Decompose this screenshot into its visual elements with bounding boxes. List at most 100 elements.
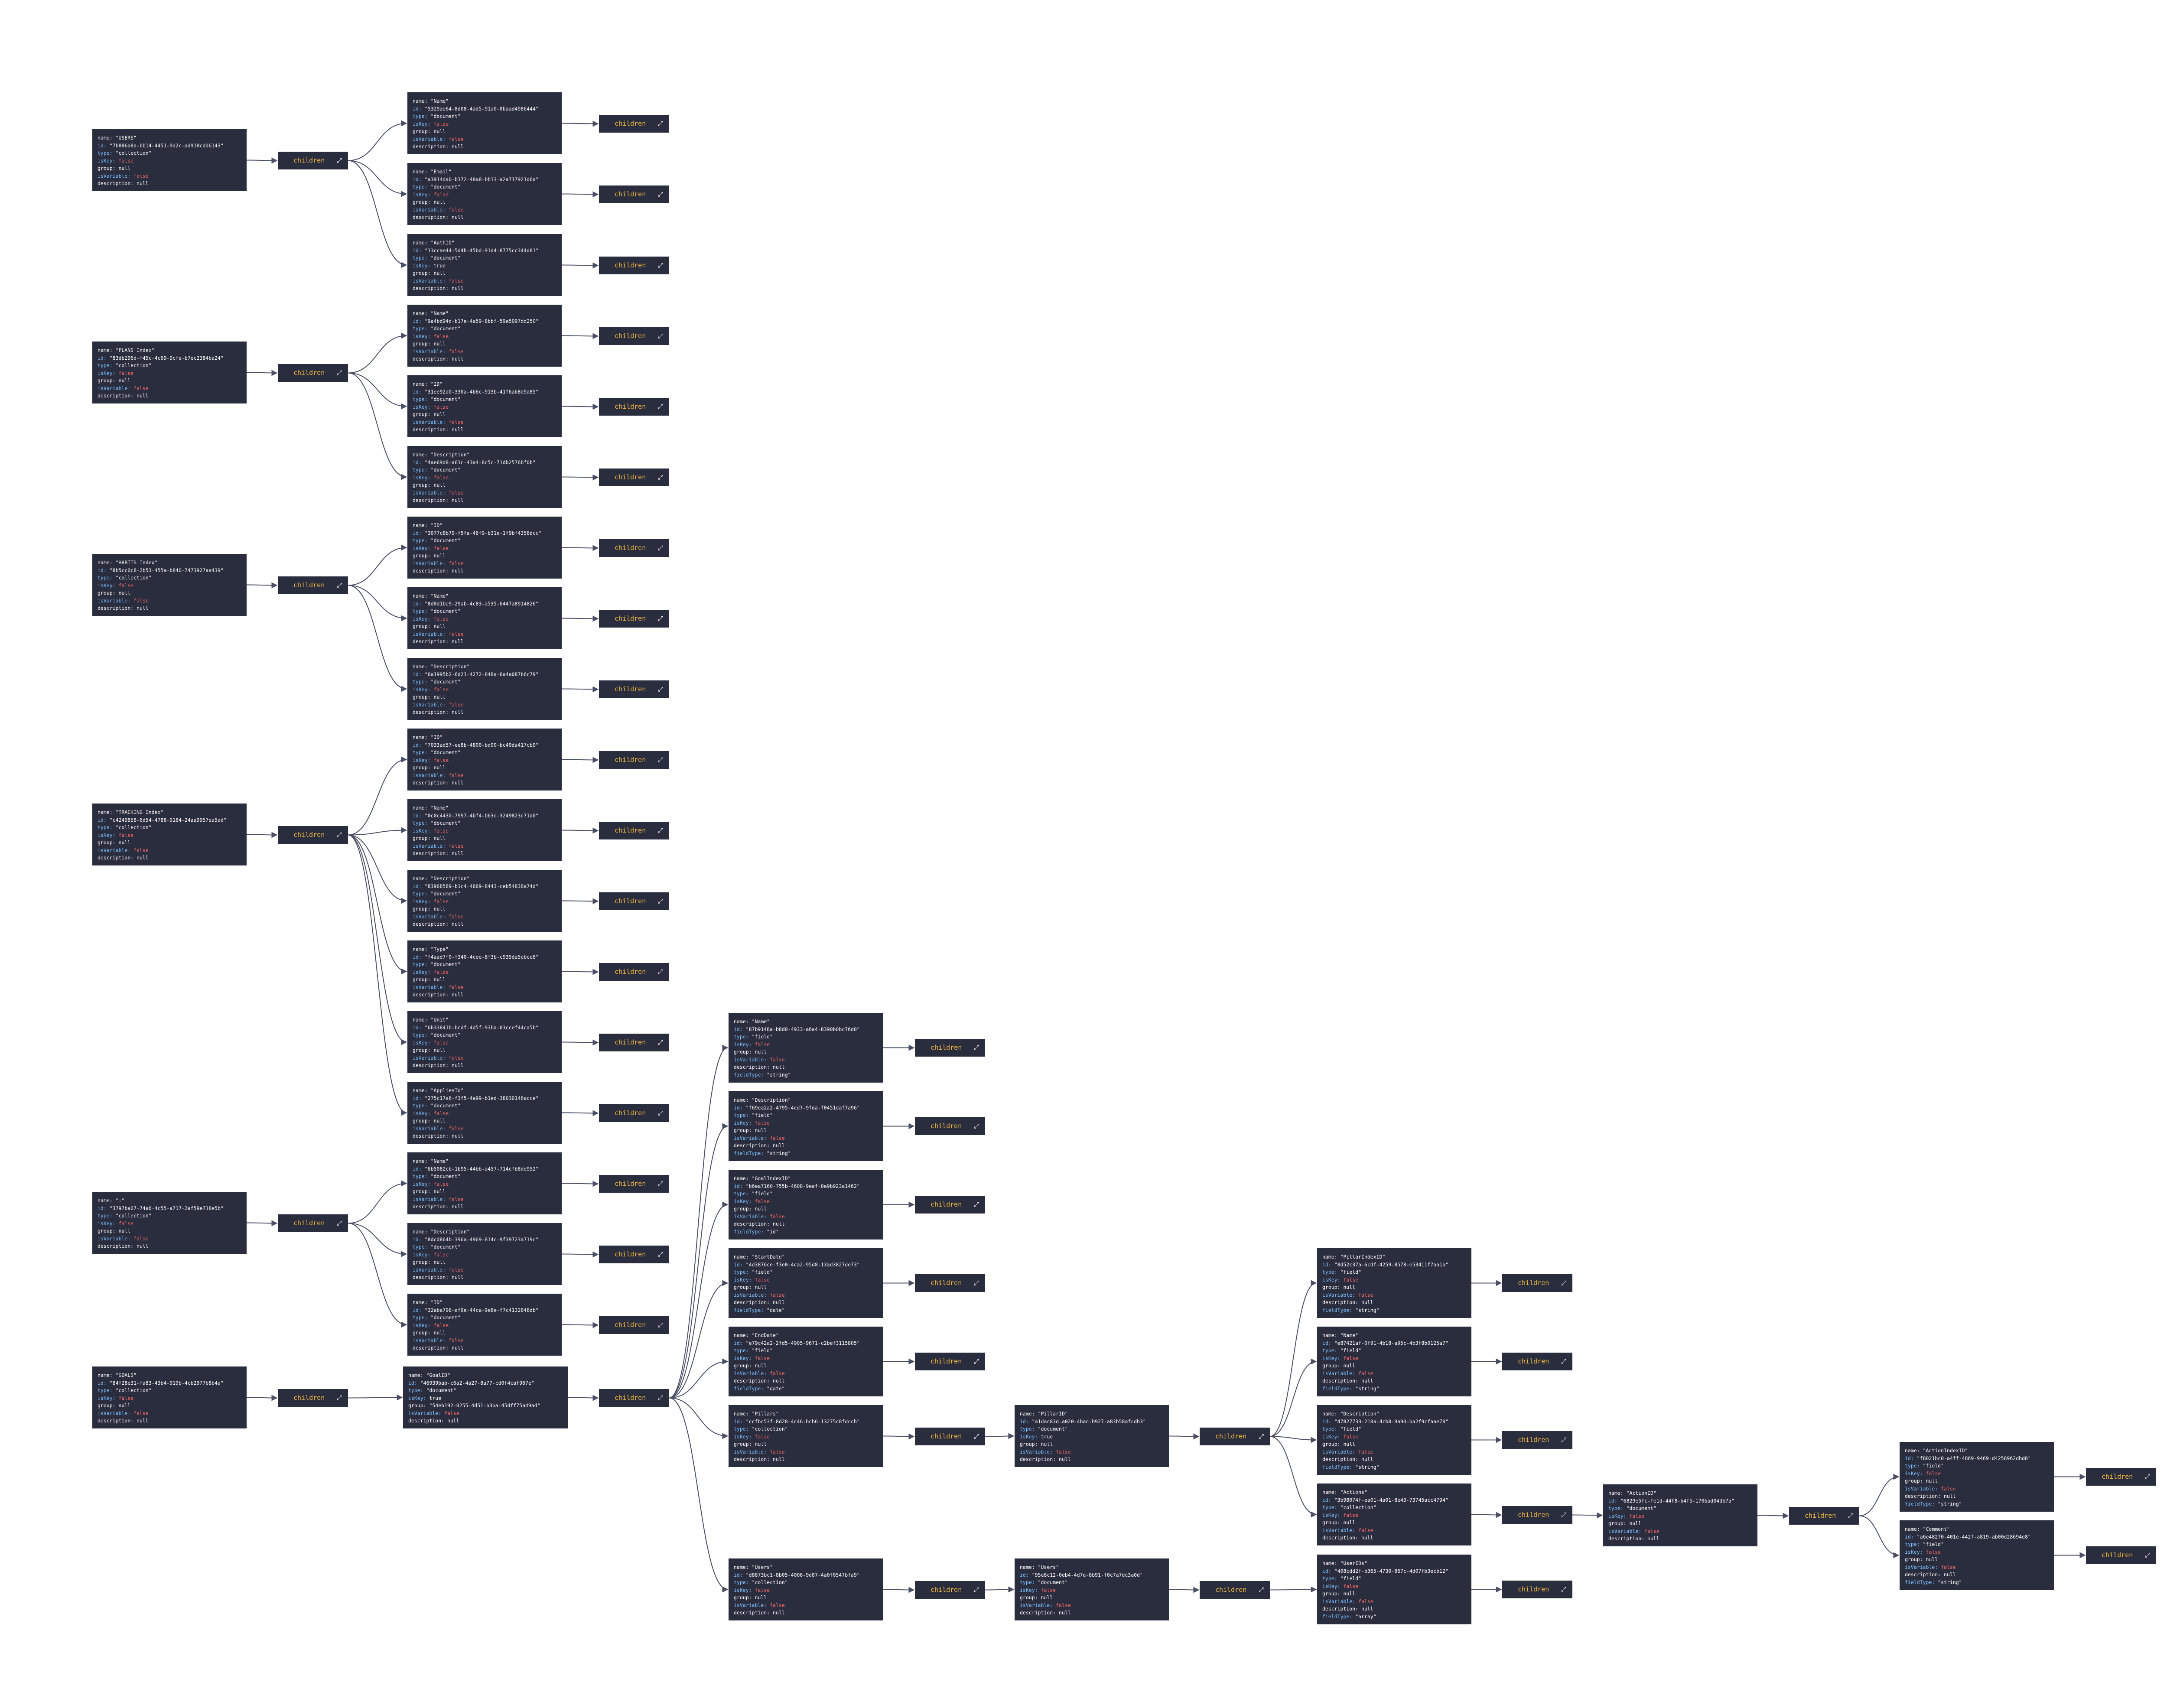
- children-button[interactable]: children⤢: [599, 1389, 669, 1407]
- children-button[interactable]: children⤢: [599, 751, 669, 769]
- children-button[interactable]: children⤢: [599, 680, 669, 698]
- children-button[interactable]: children⤢: [599, 398, 669, 416]
- expand-icon[interactable]: ⤢: [657, 1109, 663, 1117]
- children-button[interactable]: children⤢: [278, 152, 348, 169]
- children-button[interactable]: children⤢: [1502, 1581, 1572, 1598]
- expand-icon[interactable]: ⤢: [2144, 1551, 2150, 1559]
- expand-icon[interactable]: ⤢: [657, 1038, 663, 1046]
- node-g-users[interactable]: name: "Users"id: "d8873bc1-8b05-4006-9d8…: [729, 1558, 883, 1620]
- children-button[interactable]: children⤢: [915, 1581, 985, 1599]
- node-tracking-type[interactable]: name: "Type"id: "f4aad7f0-f340-4cee-8f3b…: [407, 940, 562, 1002]
- node-colon-name[interactable]: name: "Name"id: "6b5082cb-1b95-44bb-a457…: [407, 1152, 562, 1214]
- children-button[interactable]: children⤢: [599, 892, 669, 910]
- expand-icon[interactable]: ⤢: [657, 685, 663, 693]
- children-button[interactable]: children⤢: [915, 1353, 985, 1370]
- children-button[interactable]: children⤢: [1789, 1507, 1859, 1525]
- node-users-email[interactable]: name: "Email"id: "a3914da0-b372-48a8-bb1…: [407, 163, 562, 225]
- expand-icon[interactable]: ⤢: [973, 1279, 979, 1287]
- node-actionid[interactable]: name: "ActionID"id: "6829e5fc-fe1d-44f8-…: [1603, 1484, 1757, 1546]
- children-button[interactable]: children⤢: [599, 185, 669, 203]
- expand-icon[interactable]: ⤢: [1561, 1357, 1566, 1365]
- children-button[interactable]: children⤢: [278, 576, 348, 594]
- children-button[interactable]: children⤢: [599, 1316, 669, 1334]
- node-colon-desc[interactable]: name: "Description"id: "8dcd864b-396a-49…: [407, 1223, 562, 1285]
- children-button[interactable]: children⤢: [1502, 1274, 1572, 1292]
- expand-icon[interactable]: ⤢: [657, 1394, 663, 1402]
- children-button[interactable]: children⤢: [599, 822, 669, 839]
- expand-icon[interactable]: ⤢: [973, 1200, 979, 1208]
- children-button[interactable]: children⤢: [915, 1117, 985, 1135]
- node-plans[interactable]: name: "PLANS Index"id: "83db296d-f45c-4c…: [92, 342, 247, 403]
- children-button[interactable]: children⤢: [278, 364, 348, 382]
- children-button[interactable]: children⤢: [599, 115, 669, 133]
- expand-icon[interactable]: ⤢: [657, 261, 663, 269]
- expand-icon[interactable]: ⤢: [657, 968, 663, 976]
- node-g-start[interactable]: name: "StartDate"id: "4d3876ce-f3e0-4ca2…: [729, 1248, 883, 1318]
- children-button[interactable]: children⤢: [2086, 1468, 2156, 1486]
- children-button[interactable]: children⤢: [1502, 1431, 1572, 1449]
- expand-icon[interactable]: ⤢: [973, 1357, 979, 1365]
- children-button[interactable]: children⤢: [278, 1214, 348, 1232]
- expand-icon[interactable]: ⤢: [657, 403, 663, 410]
- node-tracking-desc[interactable]: name: "Description"id: "83968589-b1c4-46…: [407, 870, 562, 932]
- node-g-name[interactable]: name: "Name"id: "87b9148a-b8d0-4933-a6a4…: [729, 1013, 883, 1083]
- expand-icon[interactable]: ⤢: [657, 756, 663, 764]
- children-button[interactable]: children⤢: [599, 539, 669, 557]
- expand-icon[interactable]: ⤢: [973, 1432, 979, 1440]
- children-button[interactable]: children⤢: [599, 1246, 669, 1263]
- expand-icon[interactable]: ⤢: [1848, 1512, 1853, 1519]
- expand-icon[interactable]: ⤢: [973, 1586, 979, 1594]
- node-goals[interactable]: name: "GOALS"id: "84f28e31-fa83-43b4-919…: [92, 1366, 247, 1428]
- node-habits-id[interactable]: name: "ID"id: "3077c8b79-f5fa-46f9-b31e-…: [407, 517, 562, 579]
- node-users-name[interactable]: name: "Name"id: "5329ae64-8d08-4ad5-91a0…: [407, 92, 562, 154]
- children-button[interactable]: children⤢: [915, 1196, 985, 1213]
- children-button[interactable]: children⤢: [599, 610, 669, 628]
- node-a-comment[interactable]: name: "Comment"id: "a6e482f0-401e-442f-a…: [1900, 1520, 2054, 1590]
- children-button[interactable]: children⤢: [278, 1389, 348, 1407]
- expand-icon[interactable]: ⤢: [657, 615, 663, 622]
- node-g-end[interactable]: name: "EndDate"id: "e79c42a2-2fd5-4905-9…: [729, 1327, 883, 1396]
- expand-icon[interactable]: ⤢: [1561, 1585, 1566, 1593]
- expand-icon[interactable]: ⤢: [1258, 1432, 1264, 1440]
- node-g-desc[interactable]: name: "Description"id: "f69ea2a2-4795-4c…: [729, 1091, 883, 1161]
- expand-icon[interactable]: ⤢: [657, 190, 663, 198]
- children-button[interactable]: children⤢: [1502, 1506, 1572, 1524]
- node-habits-desc[interactable]: name: "Description"id: "6a1995b2-6d21-42…: [407, 658, 562, 720]
- children-button[interactable]: children⤢: [599, 257, 669, 274]
- node-users-authid[interactable]: name: "AuthID"id: "13ccae44-5d4b-45bd-91…: [407, 234, 562, 296]
- expand-icon[interactable]: ⤢: [657, 332, 663, 340]
- children-button[interactable]: children⤢: [915, 1039, 985, 1057]
- children-button[interactable]: children⤢: [599, 1034, 669, 1051]
- expand-icon[interactable]: ⤢: [336, 369, 342, 377]
- children-button[interactable]: children⤢: [599, 963, 669, 981]
- expand-icon[interactable]: ⤢: [1561, 1279, 1566, 1287]
- expand-icon[interactable]: ⤢: [336, 831, 342, 839]
- node-colon[interactable]: name: ":"id: "3797ba07-74a6-4c55-a717-2a…: [92, 1192, 247, 1254]
- children-button[interactable]: children⤢: [915, 1274, 985, 1292]
- node-plans-desc[interactable]: name: "Description"id: "4ae69d8-a63c-43a…: [407, 446, 562, 508]
- node-users[interactable]: name: "USERS"id: "7b886a8a-bb14-4451-9d2…: [92, 129, 247, 191]
- node-tracking[interactable]: name: "TRACKING Index"id: "c4249858-6d54…: [92, 804, 247, 865]
- node-p-pillarindex[interactable]: name: "PillarIndexID"id: "8d52c37a-6cdf-…: [1317, 1248, 1471, 1318]
- expand-icon[interactable]: ⤢: [1561, 1511, 1566, 1519]
- children-button[interactable]: children⤢: [915, 1428, 985, 1445]
- children-button[interactable]: children⤢: [599, 1175, 669, 1193]
- children-button[interactable]: children⤢: [599, 468, 669, 486]
- node-plans-name[interactable]: name: "Name"id: "9a4bd94d-b17e-4a59-8bbf…: [407, 305, 562, 367]
- node-p-actions[interactable]: name: "Actions"id: "3b98074f-ea01-4a01-8…: [1317, 1484, 1471, 1545]
- node-tracking-unit[interactable]: name: "Unit"id: "6b33841b-bcdf-4d5f-93ba…: [407, 1011, 562, 1073]
- children-button[interactable]: children⤢: [599, 327, 669, 345]
- node-a-actionindex[interactable]: name: "ActionIndexID"id: "f8021bc0-a4ff-…: [1900, 1442, 2054, 1512]
- node-g-goalindex[interactable]: name: "GoalIndexID"id: "b6ea7160-755b-46…: [729, 1170, 883, 1240]
- node-p-name[interactable]: name: "Name"id: "e87421af-0f91-4b18-a95c…: [1317, 1327, 1471, 1396]
- expand-icon[interactable]: ⤢: [336, 581, 342, 589]
- expand-icon[interactable]: ⤢: [657, 544, 663, 552]
- expand-icon[interactable]: ⤢: [1258, 1586, 1264, 1594]
- node-tracking-applies[interactable]: name: "AppliesTo"id: "275c17a6-f3f5-4a99…: [407, 1082, 562, 1144]
- children-button[interactable]: children⤢: [2086, 1546, 2156, 1564]
- expand-icon[interactable]: ⤢: [657, 1250, 663, 1258]
- node-colon-id[interactable]: name: "ID"id: "32aba798-af9e-44ca-9e8e-f…: [407, 1294, 562, 1356]
- node-habits-name[interactable]: name: "Name"id: "8d0d1be9-29ab-4c83-a535…: [407, 587, 562, 649]
- node-tracking-id[interactable]: name: "ID"id: "7033ad57-ee8b-4800-bd00-b…: [407, 729, 562, 791]
- node-pillarid[interactable]: name: "PillarID"id: "a1dac83d-a020-4bac-…: [1015, 1405, 1169, 1467]
